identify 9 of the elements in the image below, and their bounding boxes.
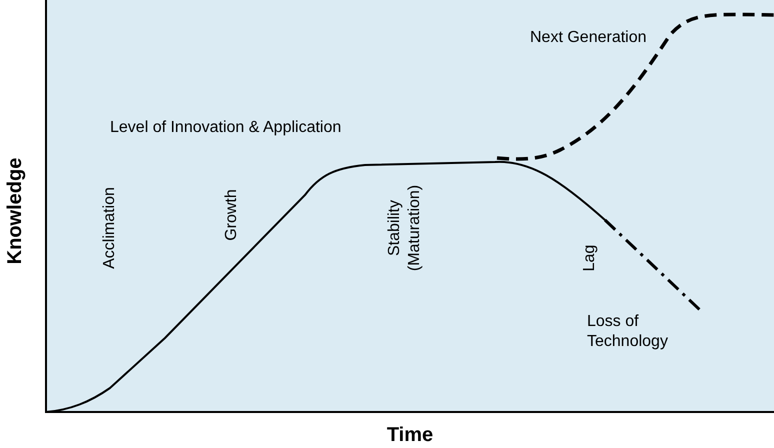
curve-label: Level of Innovation & Application: [110, 118, 342, 138]
phase-label: Loss of Technology: [587, 312, 669, 352]
curve-label: Next Generation: [530, 28, 647, 48]
phase-label: Stability (Maturation): [385, 184, 424, 274]
phase-label: Growth: [222, 188, 241, 243]
axis-title: Time: [386, 424, 434, 446]
phase-label: Lag: [580, 244, 599, 274]
phase-label: Acclimation: [100, 186, 119, 271]
axis-title: Knowledge: [4, 156, 26, 266]
